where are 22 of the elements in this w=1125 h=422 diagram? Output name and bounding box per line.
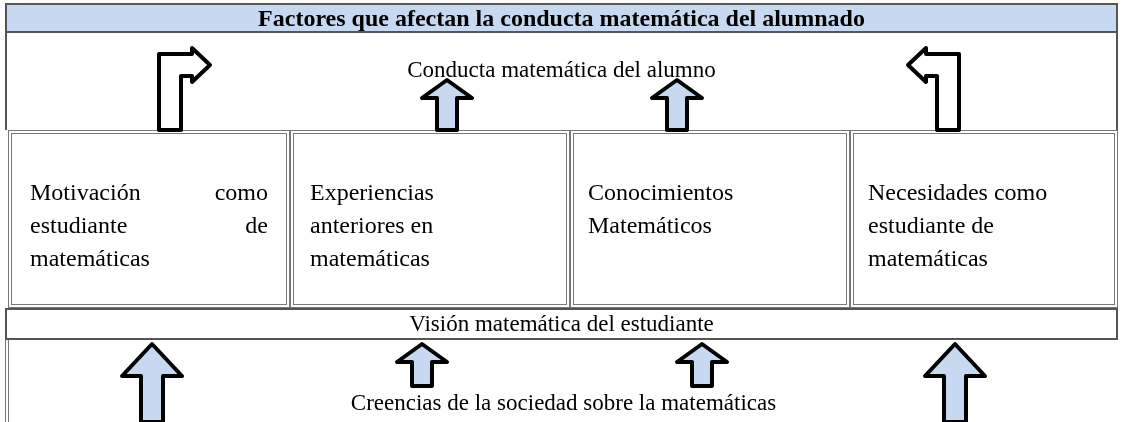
block-arrow <box>675 342 729 388</box>
node-text: Conocimientos Matemáticos <box>588 179 734 238</box>
factor-box <box>850 130 1118 308</box>
factor-box <box>570 130 850 308</box>
block-arrow <box>395 342 449 388</box>
block-arrow <box>923 342 987 422</box>
block-arrow <box>157 46 212 132</box>
block-arrow <box>906 46 961 132</box>
block-arrow <box>120 342 184 422</box>
node-text: Visión matemática del estudiante <box>409 309 714 338</box>
node-text: Motivación como estudiante de matemáticas <box>30 179 268 271</box>
node-text: Conducta matemática del alumno <box>407 56 716 84</box>
view-band <box>5 308 1118 340</box>
factor-box <box>8 130 290 308</box>
node-text: Experiencias anteriores en matemáticas <box>310 179 434 271</box>
block-arrow <box>420 78 474 132</box>
title-band <box>5 3 1118 33</box>
block-arrow <box>650 78 704 132</box>
node-text: Necesidades como estudiante de matemáticas <box>868 179 1048 271</box>
factor-box <box>290 130 570 308</box>
node-text: Factores que afectan la conducta matemática del alumnado <box>258 4 865 33</box>
node-text: Creencias de la sociedad sobre la matemáticas <box>350 388 777 417</box>
